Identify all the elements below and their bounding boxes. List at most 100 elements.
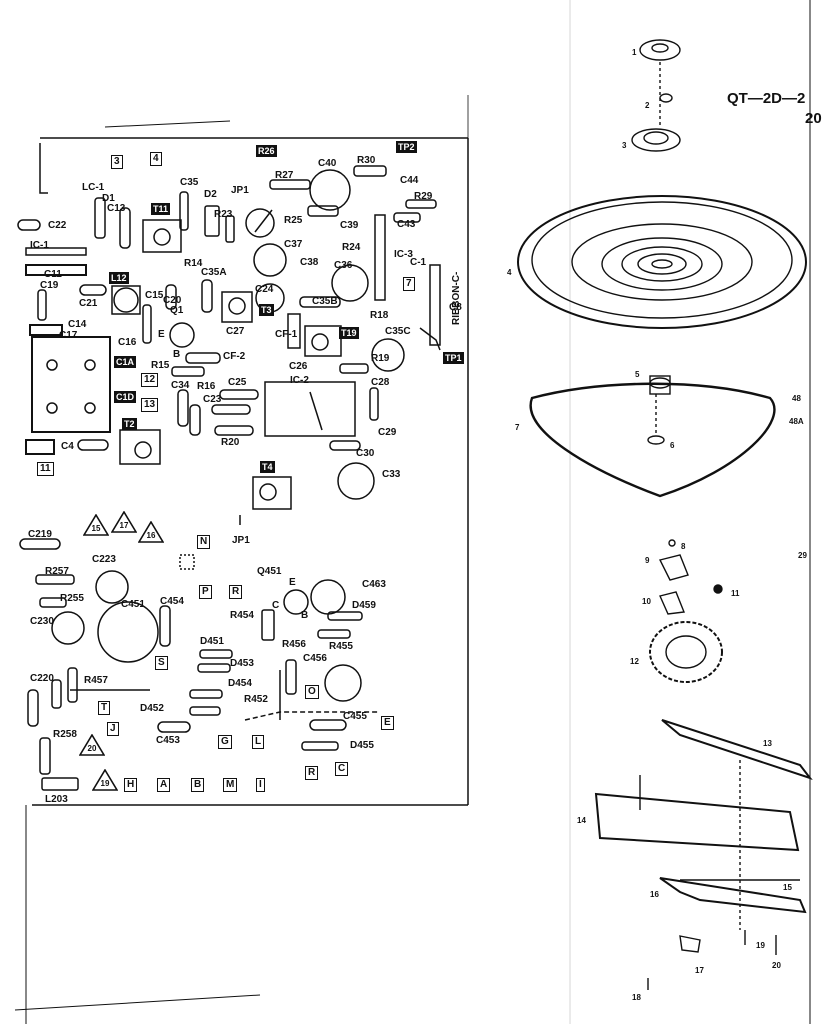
c28-body	[369, 387, 379, 421]
r16-body	[189, 404, 201, 436]
component-label: R29	[414, 191, 433, 202]
component-label: C38	[300, 257, 319, 268]
component-label: C22	[48, 220, 67, 231]
part-number: 29	[798, 551, 807, 560]
inverted-label: R26	[256, 145, 277, 157]
d2-body	[204, 205, 220, 237]
part-number: 18	[632, 993, 641, 1002]
part-8-screw	[668, 539, 676, 547]
component-label: C455	[343, 711, 367, 722]
c21-body	[79, 284, 107, 296]
c14-body	[29, 324, 63, 336]
t2-frame	[119, 429, 161, 465]
d459-body	[327, 611, 363, 621]
part-number: 6	[670, 441, 675, 450]
component-label: C36	[334, 260, 353, 271]
component-label: IC-1	[30, 240, 49, 251]
t4-frame	[252, 476, 292, 510]
ic-1-pins	[25, 264, 87, 276]
component-label: R452	[244, 694, 268, 705]
test-point-box: R	[305, 766, 319, 780]
mount-hole	[84, 359, 96, 371]
component-label: C453	[156, 735, 180, 746]
r23-body	[225, 215, 235, 243]
part-17-bracket	[679, 935, 701, 953]
r457-body	[67, 667, 78, 703]
c20-body	[165, 284, 177, 310]
component-label: C24	[255, 284, 274, 295]
component-label: C35B	[312, 296, 338, 307]
test-point-box: J	[107, 722, 119, 736]
component-label: R455	[329, 641, 353, 652]
r457b-body	[51, 679, 62, 709]
r257-body	[35, 574, 75, 585]
l12-frame	[111, 285, 141, 315]
component-label: C37	[284, 239, 303, 250]
inverted-label: C1A	[114, 356, 137, 368]
component-label: CF-2	[223, 351, 246, 362]
inverted-label: T3	[259, 304, 274, 316]
c34-body	[177, 389, 189, 427]
part-number: 5	[635, 370, 640, 379]
part-number: 7	[515, 423, 520, 432]
part-number: 2	[645, 101, 650, 110]
triangle-marker: 15	[83, 514, 109, 536]
trimmer-arrow	[254, 209, 273, 233]
crop-mark	[14, 994, 261, 1011]
component-label: C-1	[410, 257, 427, 268]
r27-body	[269, 179, 311, 190]
inverted-label: T11	[151, 203, 171, 215]
part-number: 17	[695, 966, 704, 975]
component-label: D454	[228, 678, 252, 689]
c220-body	[27, 689, 39, 727]
r19-body	[339, 363, 369, 374]
c223-body	[95, 570, 129, 604]
component-label: C35	[180, 177, 199, 188]
c230-body	[51, 611, 85, 645]
q451-body	[283, 589, 309, 615]
component-label: C21	[79, 298, 98, 309]
inverted-label: TP1	[443, 352, 464, 364]
component-label: C39	[340, 220, 359, 231]
part-4-platter-rim	[531, 201, 793, 319]
part-1-hub	[651, 43, 669, 53]
component-label: C219	[28, 529, 52, 540]
component-label: C11	[44, 269, 62, 280]
test-point-box: P	[199, 585, 212, 599]
component-label: D1	[102, 193, 115, 204]
tuner-block	[31, 336, 111, 433]
d455-body	[301, 741, 339, 751]
component-label: C27	[226, 326, 245, 337]
triangle-marker: 19	[92, 769, 118, 791]
connector	[25, 439, 55, 455]
d451-body	[199, 649, 233, 659]
part-4-groove	[637, 253, 687, 275]
c19-body	[37, 289, 47, 321]
part-number: 14	[577, 816, 586, 825]
part-13-arm	[661, 719, 813, 780]
test-point-box: N	[197, 535, 211, 549]
component-label: C	[272, 600, 280, 611]
component-label: R23	[214, 209, 233, 220]
r30-body	[353, 165, 387, 177]
test-point-box: T	[98, 701, 111, 715]
component-label: C230	[30, 616, 54, 627]
part-3-inner	[643, 131, 669, 145]
component-label: C14	[68, 319, 87, 330]
part-6-hub	[647, 435, 665, 445]
triangle-marker-label: 19	[100, 779, 110, 788]
component-label: IC-2	[290, 375, 309, 386]
inverted-label: T2	[122, 418, 137, 430]
mount-hole	[46, 402, 58, 414]
d454-body	[189, 689, 223, 699]
part-14-plate	[594, 792, 800, 852]
part-number: 12	[630, 657, 639, 666]
part-4-groove	[601, 237, 723, 291]
component-label: R15	[151, 360, 170, 371]
component-label: L203	[45, 794, 68, 805]
test-point-box: E	[381, 716, 394, 730]
trace	[419, 327, 441, 351]
component-label: D453	[230, 658, 254, 669]
r258-body	[39, 737, 51, 775]
component-label: C19	[40, 280, 59, 291]
